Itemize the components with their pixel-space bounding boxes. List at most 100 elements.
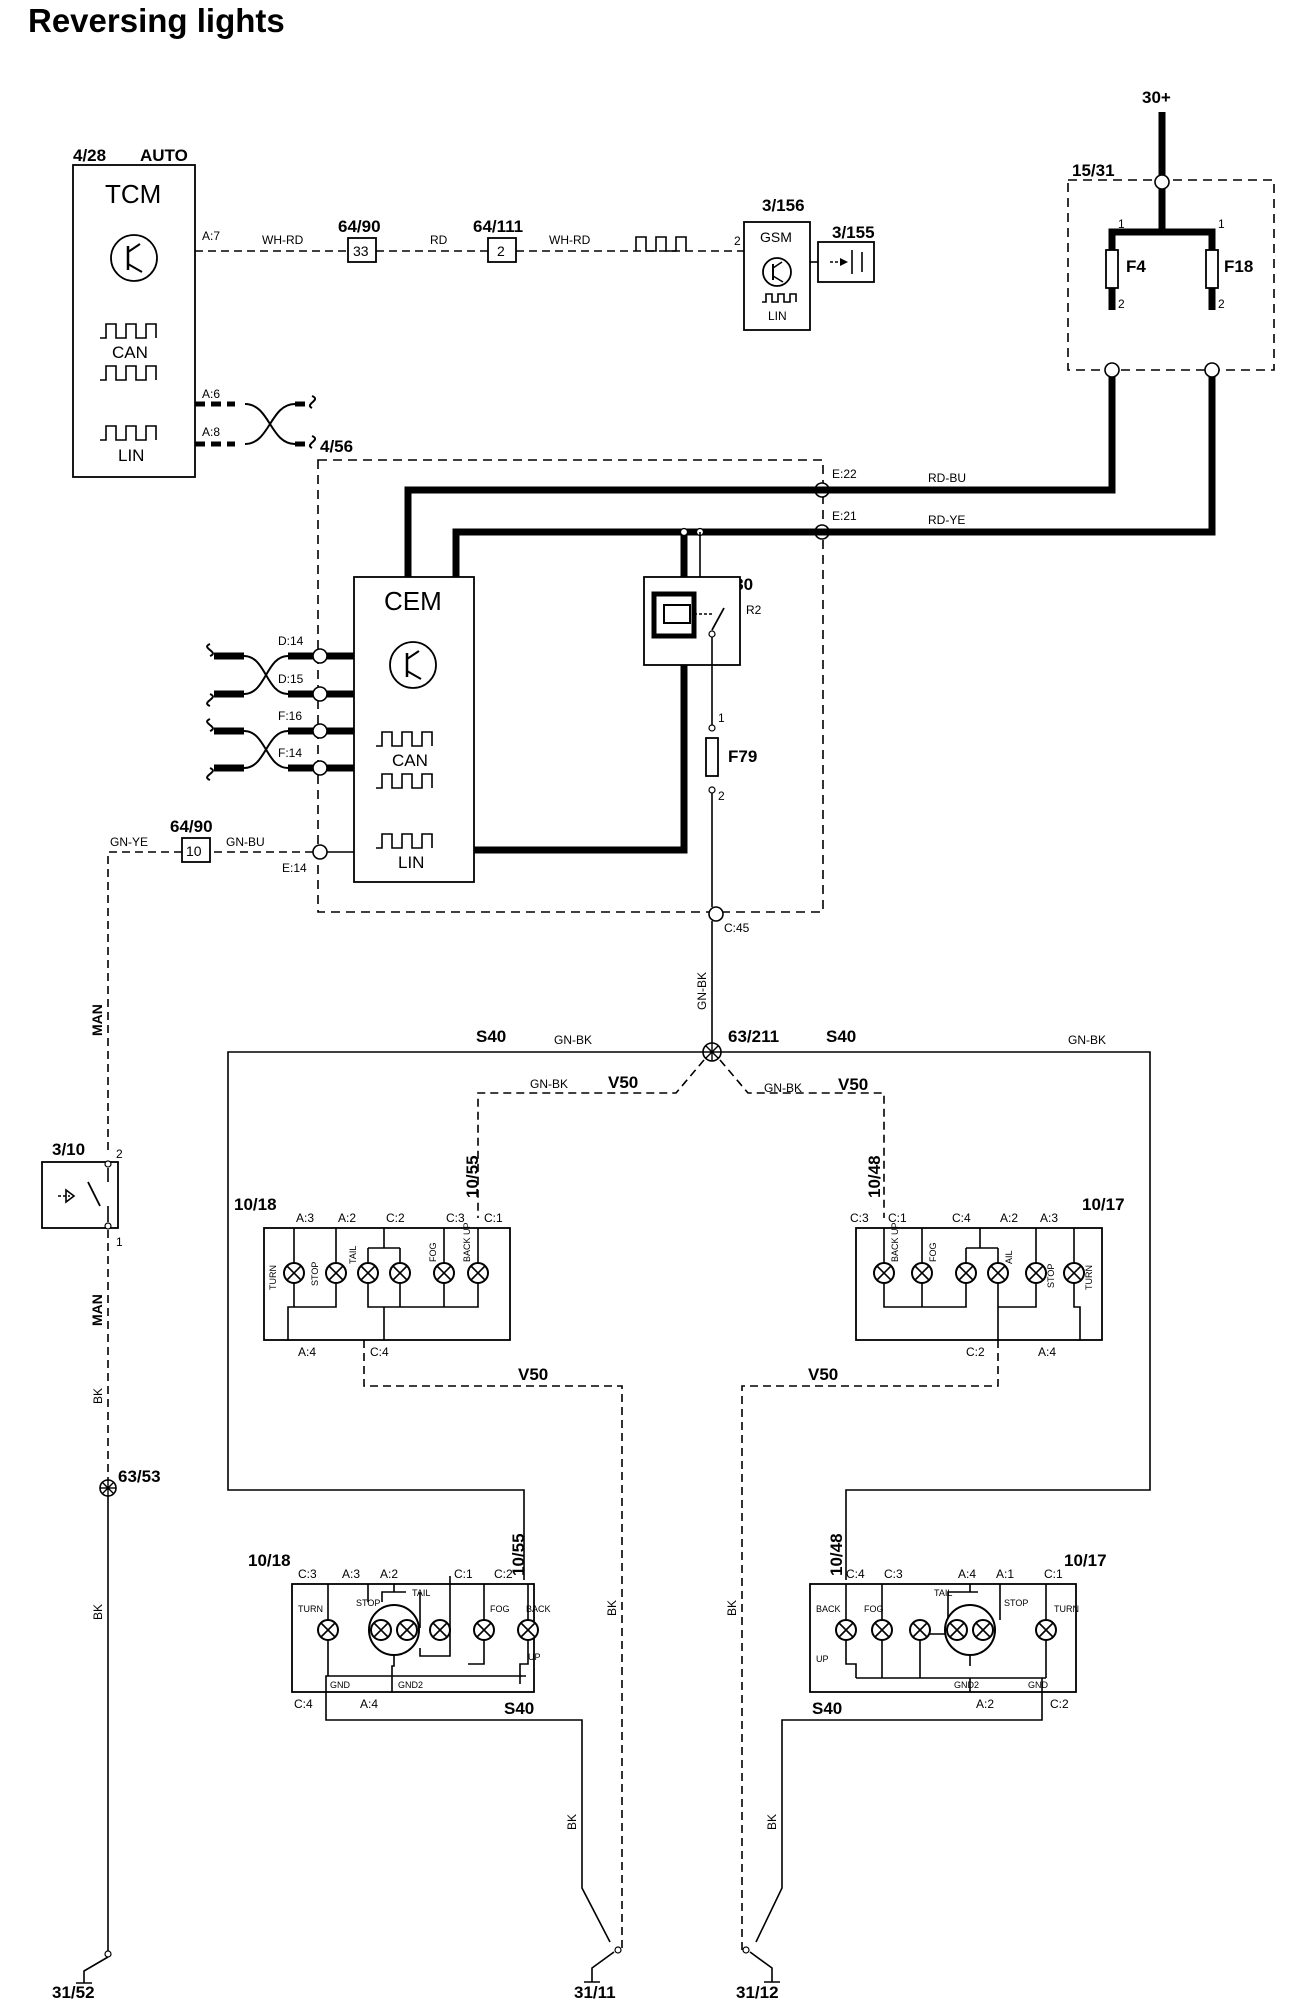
ground-ref: 31/11 [574,1983,616,2000]
ground-ref: 31/52 [52,1983,95,2000]
lamp-label: BACK [816,1604,841,1614]
variant-label-s40: S40 [476,1027,506,1046]
fuse-f79-label: F79 [728,747,757,766]
switch-icon [830,250,863,274]
lin-waveform-icon [762,293,797,303]
lamp-icon [871,1619,893,1641]
wire-label-gn-bk: GN-BK [530,1077,568,1091]
wire-label-bk: BK [91,1388,105,1404]
splice-63-53 [99,1479,117,1497]
lamp-icon [467,1262,489,1284]
wire-s40-left-ground [325,1692,611,1943]
lamp-label: STOP [310,1262,320,1286]
fuse-f18 [1205,249,1219,289]
lamp-label: BACK [526,1604,551,1614]
pin-label: A:4 [298,1345,316,1359]
lamp-label: TURN [1054,1604,1079,1614]
fuse-f79: 1 F79 2 [705,711,757,803]
pin-label: C:3 [446,1211,465,1225]
fuse-f4-pin-out: 2 [1118,297,1125,311]
lamp-label: STOP [1046,1264,1056,1288]
wire-v50-left-feed [477,1059,705,1218]
tcm-box [72,164,196,478]
lamp-icon [835,1619,857,1641]
splice-ref-63-211: 63/211 [728,1027,779,1046]
pin-label: A:3 [1040,1211,1058,1225]
cem-pin-node [312,844,328,860]
fuse-f18-out-node [1204,362,1220,378]
fuse-f79-pin-dot [708,786,716,794]
lamp-icon [1035,1619,1057,1641]
wire-s40-left-feed [227,1051,703,1580]
lamp-unit-ref: 10/17 [1082,1195,1125,1214]
cem-ref: 4/56 [320,437,353,456]
stop-tail-lamp-housing [944,1604,996,1656]
lamp-icon [433,1262,455,1284]
supply-label: 30+ [1142,88,1171,107]
pin-label: C:2 [386,1211,405,1225]
pin-label: C:4 [294,1697,313,1711]
cem-pin-node [312,648,328,664]
lamp-label: FOG [864,1604,884,1614]
fuse-box-outline [1067,179,1275,371]
variant-label-v50: V50 [518,1365,548,1384]
wire-label-rd: RD [430,233,448,247]
pin-label: C:3 [850,1211,869,1225]
cem-pin-f14: F:14 [278,746,302,760]
connector-ref-64-90: 64/90 [338,217,381,236]
relay-contact [711,607,725,631]
tcm-module: 4/28 AUTO TCM CAN LIN A:7 A:6 A:8 WH-RD … [72,146,744,478]
lamp-icon [1063,1262,1085,1284]
cem-pin-e21: E:21 [832,509,857,523]
lamp-label: TAIL [348,1246,358,1264]
lamp-icon [396,1619,418,1641]
switch-icon [58,1168,109,1222]
lamp-label: STOP [356,1598,380,1608]
lamp-icon [357,1262,379,1284]
cem-pin-node [312,760,328,776]
pin-label: C:4 [952,1211,971,1225]
pin-label: A:3 [342,1567,360,1581]
lamp-icon [955,1262,977,1284]
lamp-label: UP [528,1652,541,1662]
tcm-lin-label: LIN [118,446,144,465]
variant-label-s40: S40 [504,1699,534,1718]
gsm-name: GSM [760,229,792,245]
gear-switch-ref: 3/155 [832,223,875,242]
pin-label: C:3 [884,1567,903,1581]
cem-pin-c45: C:45 [724,921,750,935]
wire-label-bk: BK [765,1814,779,1830]
man-switch-pin-top: 2 [116,1147,123,1161]
gsm-pin: 2 [734,234,741,248]
lamp-label: BACK UP [462,1222,472,1262]
lamp-icon [946,1619,968,1641]
cem-pin-e22: E:22 [832,467,857,481]
tcm-ref: 4/28 [73,146,106,165]
can-waveform-icon [100,365,157,381]
lamp-unit-s40-left: 10/18 C:3 A:3 A:2 C:1 C:2 C:4 A:4 TURN S… [248,1551,551,1711]
pin-label: A:4 [1038,1345,1056,1359]
connector-pin-33: 33 [353,243,369,259]
lamp-label: GND [330,1680,351,1690]
lamp-label: STOP [1004,1598,1028,1608]
fuse-f18-pin-out: 2 [1218,297,1225,311]
wire-v50-right-feed [719,1059,885,1218]
fuse-box-ref: 15/31 [1072,161,1115,180]
pin-label: C:3 [298,1567,317,1581]
pin-label: C:2 [494,1567,513,1581]
pin-label: A:2 [380,1567,398,1581]
relay-coil [663,604,691,624]
wire-label-gn-bk: GN-BK [764,1081,802,1095]
cem-bus-stubs [327,652,354,772]
fuse-f4-pin-in: 1 [1118,217,1125,231]
splice-ref-63-53: 63/53 [118,1467,161,1486]
connector-pin-10: 10 [186,843,202,859]
variant-label-v50: V50 [608,1073,638,1092]
fuse-f79-body [705,737,719,777]
variant-label-man: MAN [89,1004,105,1036]
connector-ref-10-55: 10/55 [463,1155,482,1198]
ground-ref: 31/12 [736,1983,779,2000]
connector-ref-10-55: 10/55 [509,1533,528,1576]
relay-name: R2 [746,603,762,617]
